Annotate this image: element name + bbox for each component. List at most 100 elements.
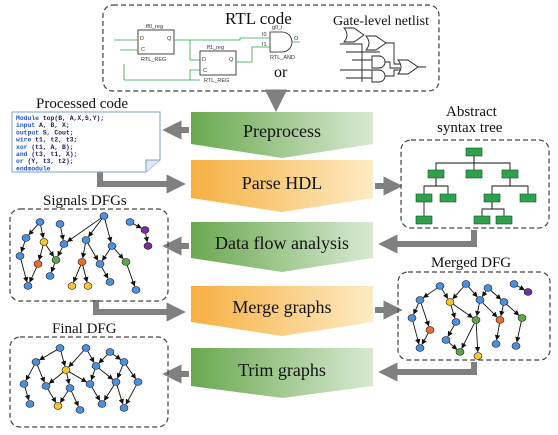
dfg-node	[461, 280, 471, 288]
rtl-label-ff1: ff1_reg	[207, 45, 224, 51]
dfg-edge	[413, 303, 419, 315]
dfg-node	[53, 402, 63, 410]
dfg-node	[81, 236, 91, 244]
code-keyword: or	[16, 158, 24, 165]
code-line: wire t1, t2, t3;	[16, 137, 77, 144]
dfg-node	[451, 318, 461, 326]
ast-edge	[423, 178, 437, 194]
dfg-node	[97, 400, 107, 408]
code-line: xor (t1, A, B);	[16, 144, 74, 151]
rtl-label-ff0: ff0_reg	[146, 24, 163, 30]
rtl-label-g0: g0_i	[272, 25, 282, 31]
dfg-edge	[37, 245, 44, 261]
dfg-node	[441, 336, 451, 344]
gate-netlist-title: Gate-level netlist	[333, 14, 429, 29]
ast-title-line1: Abstract	[446, 104, 498, 120]
dfg-edge	[104, 219, 113, 243]
dfg-node	[55, 220, 65, 228]
dfg-edge	[441, 288, 449, 299]
dfg-edge	[98, 354, 108, 364]
dfg-edge	[28, 224, 38, 236]
dfg-edge	[39, 349, 58, 361]
dfg-edge	[452, 303, 473, 318]
dfg-node	[21, 234, 31, 242]
dfg-edge	[412, 321, 421, 345]
dfg-edge	[132, 223, 142, 229]
code-keyword: Module	[16, 115, 39, 122]
ast-edge	[481, 202, 493, 216]
signals-dfgs-title: Signals DFGs	[43, 193, 127, 209]
rtl-label-q1: Q	[229, 57, 234, 63]
dfg-edge	[482, 302, 498, 318]
ast-edge	[509, 178, 529, 194]
dfg-edge	[68, 371, 87, 383]
stage-label-trim-graphs: Trim graphs	[238, 360, 326, 380]
ast-box	[400, 139, 550, 229]
dfg-edge	[20, 259, 29, 283]
arrow-merged-to-trim	[378, 362, 477, 382]
dfg-node	[91, 362, 101, 370]
dfg-edge	[452, 286, 464, 300]
stage-preprocess: Preprocess	[191, 112, 373, 158]
rtl-label-d1: D	[202, 57, 206, 63]
rtl-label-o: O	[294, 36, 299, 42]
dfg-edge	[422, 287, 438, 298]
arrow-code-to-parse	[97, 172, 186, 194]
dfg-edge	[82, 265, 89, 283]
dfg-edge	[116, 365, 124, 379]
dfg-edge	[420, 303, 430, 327]
ast-edge	[491, 178, 511, 194]
signals-dfgs-graph	[15, 212, 153, 294]
dfg-node	[471, 316, 481, 324]
dfg-node	[51, 256, 61, 264]
gate-netlist-schematic	[340, 27, 426, 83]
dfg-edge	[143, 233, 149, 243]
dfg-edge	[60, 351, 67, 367]
dfg-node	[33, 260, 43, 268]
dfg-node	[55, 344, 65, 352]
dfg-edge	[116, 385, 124, 405]
ast-node	[415, 215, 433, 225]
dfg-node	[111, 378, 121, 386]
dfg-node	[105, 348, 115, 356]
final-dfg-graph	[19, 344, 143, 414]
dfg-node	[31, 358, 41, 366]
code-keyword: endmodule	[16, 165, 51, 172]
rtl-label-reg0: RTL_REG	[141, 57, 166, 63]
dfg-edge	[125, 364, 136, 380]
dfg-edge	[101, 248, 111, 261]
stage-label-data-flow-analysis: Data flow analysis	[215, 233, 349, 253]
dfg-edge	[112, 353, 122, 360]
rtl-label-q0: Q	[167, 36, 172, 42]
dfg-node	[483, 284, 493, 292]
dfg-node	[445, 298, 455, 306]
dfg-edge	[494, 323, 501, 341]
code-text: (t1, A, B);	[28, 144, 74, 151]
ast-node	[483, 193, 501, 203]
merged-dfg-title: Merged DFG	[431, 255, 511, 271]
ast-node	[473, 215, 491, 225]
dfg-edge	[474, 323, 481, 353]
ast-node	[415, 193, 433, 203]
dfg-edge	[68, 350, 84, 368]
stage-merge-graphs: Merge graphs	[191, 286, 373, 336]
stage-label-merge-graphs: Merge graphs	[232, 297, 331, 317]
dfg-edge	[126, 265, 136, 287]
dfg-node	[85, 380, 95, 388]
dfg-edge	[516, 285, 525, 291]
dfg-edge	[87, 350, 95, 363]
final-dfg-box	[9, 336, 169, 428]
dfg-node	[61, 366, 71, 374]
ast-node	[495, 215, 513, 225]
dfg-node	[65, 384, 75, 392]
dfg-node	[35, 218, 45, 226]
ast-node	[465, 169, 483, 179]
dfg-node	[473, 352, 483, 360]
code-text: (t3, t1, X);	[28, 151, 78, 158]
dfg-node	[77, 258, 87, 266]
dfg-node	[99, 212, 109, 220]
stage-label-preprocess: Preprocess	[243, 121, 321, 141]
stage-parse-hdl: Parse HDL	[191, 160, 373, 212]
code-keyword: and	[16, 151, 28, 158]
